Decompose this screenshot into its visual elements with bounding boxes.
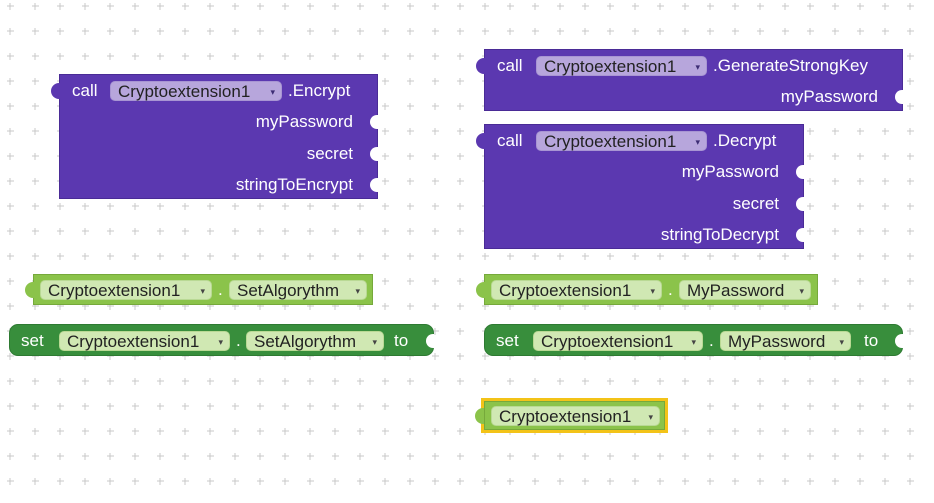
input-socket[interactable] <box>796 197 804 211</box>
component-name: Cryptoextension1 <box>544 57 677 76</box>
property-dropdown[interactable]: MyPassword ▾ <box>720 331 851 351</box>
dropdown-arrow-icon: ▾ <box>648 412 653 422</box>
param-label: stringToEncrypt <box>235 175 353 194</box>
param-label: myPassword <box>255 112 353 131</box>
param-label: secret <box>732 194 779 213</box>
dropdown-arrow-icon: ▾ <box>372 337 377 347</box>
dropdown-arrow-icon: ▾ <box>218 337 223 347</box>
block-connector-tab <box>51 83 60 99</box>
input-socket[interactable] <box>370 147 378 161</box>
output-plug <box>476 282 485 298</box>
component-dropdown[interactable]: Cryptoextension1 ▾ <box>536 56 707 76</box>
property-dropdown[interactable]: MyPassword ▾ <box>679 280 811 300</box>
dropdown-arrow-icon: ▾ <box>691 337 696 347</box>
setter-setalgorythm-block[interactable]: set Cryptoextension1 ▾ . SetAlgorythm ▾ … <box>9 324 434 356</box>
component-name: Cryptoextension1 <box>499 407 632 426</box>
component-name: Cryptoextension1 <box>118 82 251 101</box>
call-keyword: call <box>72 81 98 100</box>
property-name: MyPassword <box>687 281 785 300</box>
dot-separator: . <box>236 331 241 350</box>
dropdown-arrow-icon: ▾ <box>799 286 804 296</box>
generate-strong-key-block[interactable]: call Cryptoextension1 ▾ .GenerateStrongK… <box>476 49 903 111</box>
component-dropdown[interactable]: Cryptoextension1 ▾ <box>110 81 282 101</box>
param-label: stringToDecrypt <box>660 225 779 244</box>
dropdown-arrow-icon: ▾ <box>270 87 275 97</box>
output-plug <box>475 408 484 424</box>
property-name: SetAlgorythm <box>237 281 340 300</box>
input-socket[interactable] <box>426 334 434 348</box>
component-name: Cryptoextension1 <box>67 332 200 351</box>
set-keyword: set <box>21 331 44 350</box>
component-dropdown[interactable]: Cryptoextension1 ▾ <box>536 131 707 151</box>
component-name: Cryptoextension1 <box>499 281 632 300</box>
property-name: SetAlgorythm <box>254 332 357 351</box>
encrypt-call-block[interactable]: call Cryptoextension1 ▾ .Encrypt myPassw… <box>51 74 378 199</box>
to-keyword: to <box>864 331 879 350</box>
input-socket[interactable] <box>796 228 804 242</box>
input-socket[interactable] <box>895 334 903 348</box>
component-dropdown[interactable]: Cryptoextension1 ▾ <box>533 331 703 351</box>
decrypt-call-block[interactable]: call Cryptoextension1 ▾ .Decrypt myPassw… <box>476 124 804 249</box>
call-keyword: call <box>497 131 523 150</box>
getter-setalgorythm-block[interactable]: Cryptoextension1 ▾ . SetAlgorythm ▾ <box>25 274 373 305</box>
dropdown-arrow-icon: ▾ <box>650 286 655 296</box>
property-dropdown[interactable]: SetAlgorythm ▾ <box>229 280 367 300</box>
dropdown-arrow-icon: ▾ <box>200 286 205 296</box>
dot-separator: . <box>709 331 714 350</box>
component-dropdown[interactable]: Cryptoextension1 ▾ <box>40 280 212 300</box>
output-plug <box>25 282 34 298</box>
component-name: Cryptoextension1 <box>541 332 674 351</box>
component-name: Cryptoextension1 <box>544 132 677 151</box>
method-name: .Decrypt <box>713 131 777 150</box>
input-socket[interactable] <box>370 115 378 129</box>
dropdown-arrow-icon: ▾ <box>695 62 700 72</box>
component-dropdown[interactable]: Cryptoextension1 ▾ <box>59 331 230 351</box>
dropdown-arrow-icon: ▾ <box>355 286 360 296</box>
param-label: myPassword <box>780 87 878 106</box>
set-keyword: set <box>496 331 519 350</box>
dropdown-arrow-icon: ▾ <box>695 137 700 147</box>
to-keyword: to <box>394 331 409 350</box>
getter-mypassword-block[interactable]: Cryptoextension1 ▾ . MyPassword ▾ <box>476 274 818 305</box>
dropdown-arrow-icon: ▾ <box>839 337 844 347</box>
dot-separator: . <box>668 280 673 299</box>
dot-separator: . <box>218 280 223 299</box>
component-block-selected[interactable]: Cryptoextension1 ▾ <box>475 398 668 433</box>
param-label: secret <box>306 144 353 163</box>
method-name: .GenerateStrongKey <box>713 56 868 75</box>
component-dropdown[interactable]: Cryptoextension1 ▾ <box>491 280 662 300</box>
property-name: MyPassword <box>728 332 826 351</box>
component-name: Cryptoextension1 <box>48 281 181 300</box>
call-keyword: call <box>497 56 523 75</box>
block-connector-tab <box>476 58 485 74</box>
input-socket[interactable] <box>895 90 903 104</box>
input-socket[interactable] <box>370 178 378 192</box>
param-label: myPassword <box>681 162 779 181</box>
method-name: .Encrypt <box>288 81 351 100</box>
setter-mypassword-block[interactable]: set Cryptoextension1 ▾ . MyPassword ▾ to <box>484 324 903 356</box>
component-dropdown[interactable]: Cryptoextension1 ▾ <box>491 406 660 426</box>
property-dropdown[interactable]: SetAlgorythm ▾ <box>246 331 384 351</box>
input-socket[interactable] <box>796 165 804 179</box>
block-connector-tab <box>476 133 485 149</box>
